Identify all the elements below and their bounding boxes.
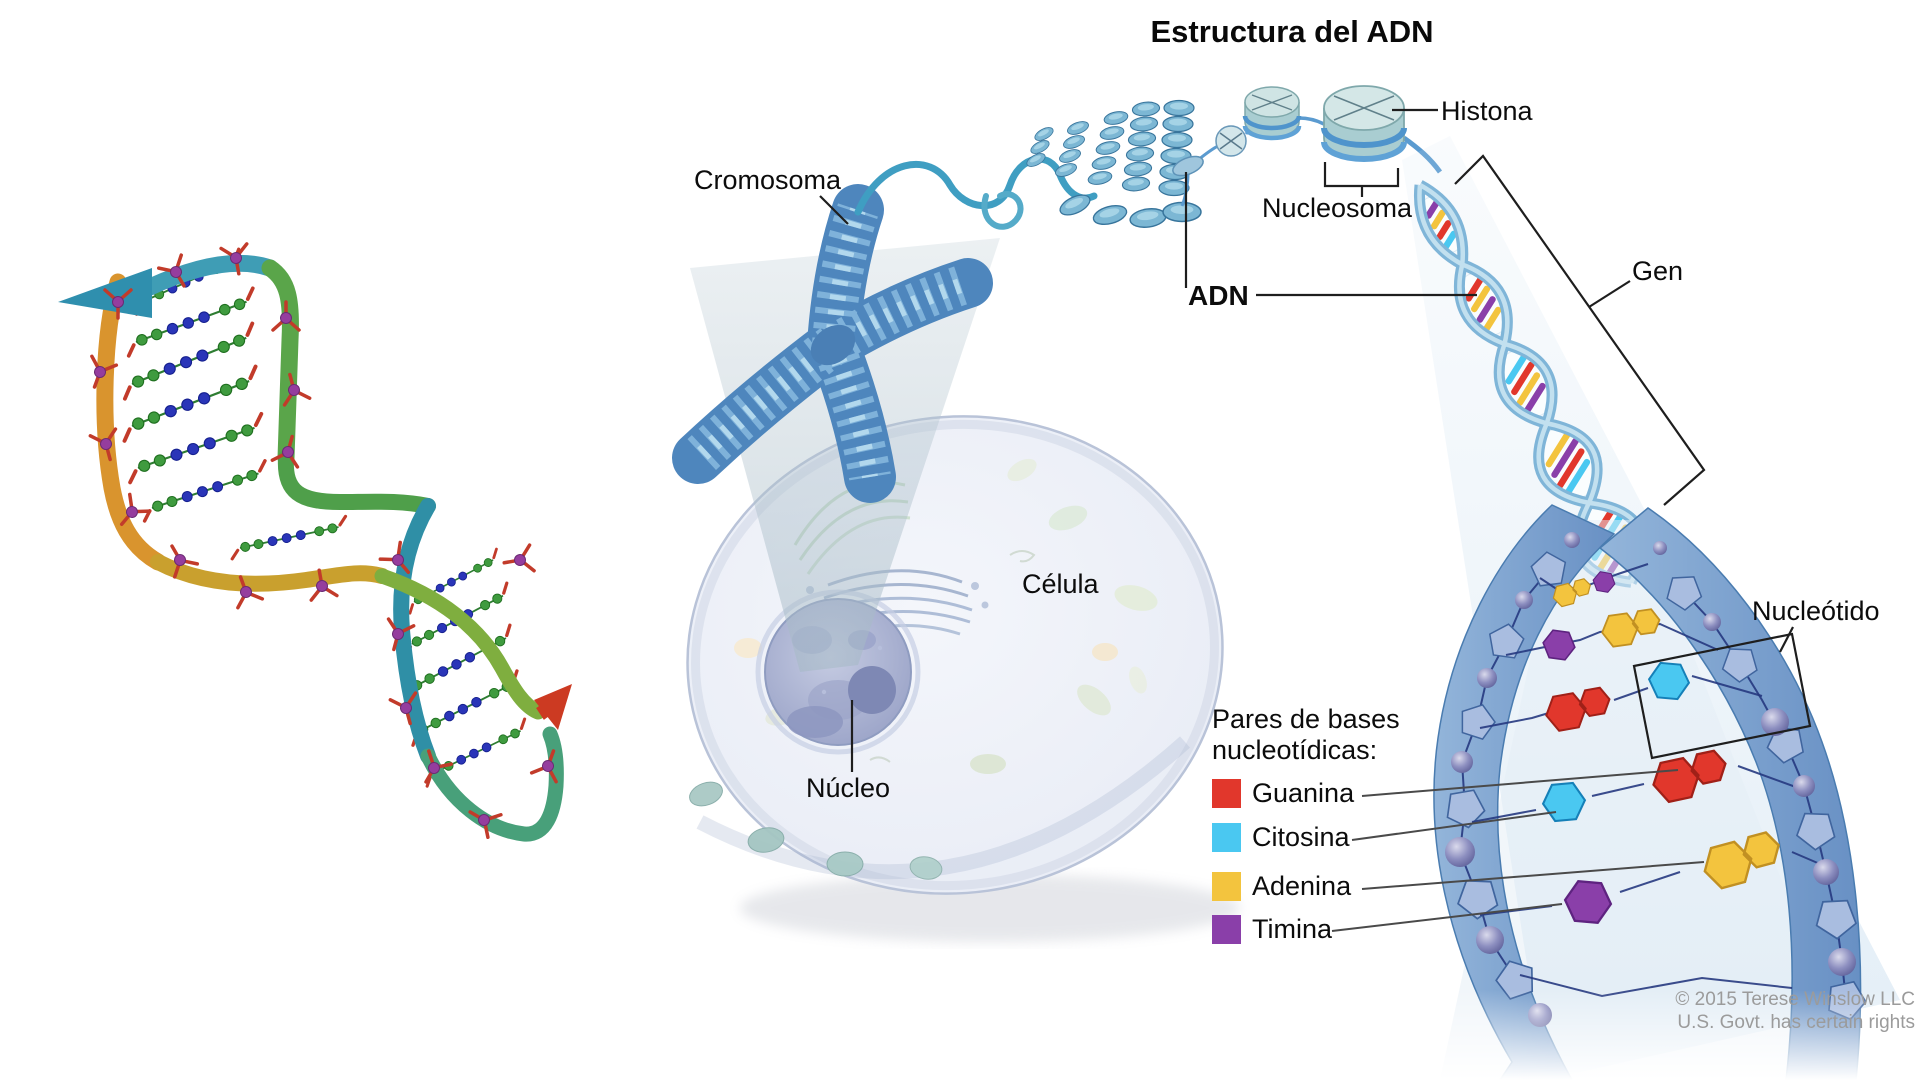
nucleotido-box xyxy=(1632,632,1812,760)
adenina-label: Adenina xyxy=(1252,871,1352,901)
citosina-swatch xyxy=(1212,823,1241,852)
histone-puck xyxy=(1321,85,1407,162)
guanina-label: Guanina xyxy=(1252,778,1355,808)
cell-shadow xyxy=(740,874,1240,942)
nucleosome-small xyxy=(1242,86,1302,141)
gen-leader xyxy=(1588,280,1631,308)
label-nucleosoma: Nucleosoma xyxy=(1262,193,1413,223)
legend-row-guanina: Guanina xyxy=(1212,778,1354,809)
copyright-line2: U.S. Govt. has certain rights xyxy=(1677,1012,1915,1033)
legend-row-adenina: Adenina xyxy=(1212,871,1351,902)
citosina-label: Citosina xyxy=(1252,822,1350,852)
timina-leader xyxy=(1331,903,1563,932)
cromosoma-leader xyxy=(819,195,849,225)
leader-lines xyxy=(819,108,1812,932)
adenina-leader xyxy=(1361,861,1705,890)
timina-label: Timina xyxy=(1252,914,1333,944)
gen-bracket xyxy=(1454,154,1706,506)
adn-leader xyxy=(1184,172,1477,297)
nucleosoma-bracket xyxy=(1323,162,1400,197)
label-gen: Gen xyxy=(1632,256,1684,286)
dna-molecular-model xyxy=(58,242,572,842)
chromatin-squiggle xyxy=(854,155,1098,216)
guanina-swatch xyxy=(1212,779,1241,808)
cell-illustration xyxy=(686,238,1240,942)
timina-swatch xyxy=(1212,915,1241,944)
legend-row-timina: Timina xyxy=(1212,914,1332,945)
legend-heading: Pares de bases nucleotídicas: xyxy=(1212,704,1400,766)
copyright-notice: © 2015 Terese Winslow LLC U.S. Govt. has… xyxy=(1675,988,1915,1034)
label-nucleotido: Nucleótido xyxy=(1752,596,1880,626)
adenina-swatch xyxy=(1212,872,1241,901)
nucleotido-leader xyxy=(1779,626,1794,653)
label-histona: Histona xyxy=(1441,96,1533,126)
label-adn: ADN xyxy=(1188,280,1249,311)
label-nucleo: Núcleo xyxy=(806,773,891,803)
label-celula: Célula xyxy=(1022,569,1099,599)
label-cromosoma: Cromosoma xyxy=(694,165,842,195)
nucleolus xyxy=(848,666,896,714)
legend-row-citosina: Citosina xyxy=(1212,822,1350,853)
nucleotide-closeup xyxy=(1380,504,1920,1080)
phosphate-spheres xyxy=(1445,532,1856,1027)
legend-heading-line1: Pares de bases xyxy=(1212,704,1400,734)
chromosome-illustration xyxy=(672,155,1098,503)
guanina-leader xyxy=(1361,769,1679,797)
nucleosome-chain xyxy=(1172,85,1443,207)
page-title: Estructura del ADN xyxy=(1150,14,1434,49)
backbone-right xyxy=(1598,507,1862,1080)
legend-heading-line2: nucleotídicas: xyxy=(1212,735,1378,765)
copyright-line1: © 2015 Terese Winslow LLC xyxy=(1675,989,1915,1010)
citosina-leader xyxy=(1351,811,1557,841)
